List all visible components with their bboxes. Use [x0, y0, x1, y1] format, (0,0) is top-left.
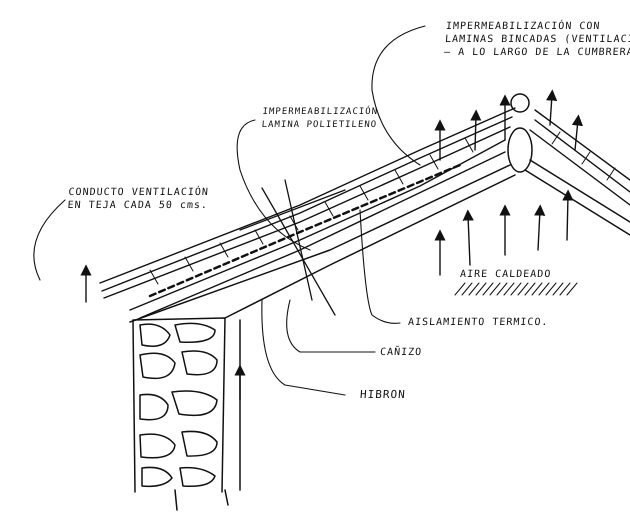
- label-line: EN TEJA CADA 50 cms.: [67, 200, 209, 211]
- label-vent-duct: CONDUCTO VENTILACIÓN EN TEJA CADA 50 cms…: [67, 186, 209, 212]
- leader-lines: [33, 25, 426, 396]
- label-line: — A LO LARGO DE LA CUMBRERA —: [443, 47, 630, 58]
- insulation-fill: [148, 163, 462, 298]
- label-hybron: HIBRON: [359, 388, 407, 401]
- label-line: IMPERMEABILIZACIÓN CON: [445, 21, 601, 32]
- label-line: LAMINA POLIETILENO: [261, 120, 378, 130]
- label-line: LAMINAS BINCADAS (VENTILACIÓN): [444, 34, 630, 45]
- label-line: IMPERMEABILIZACIÓN: [262, 107, 379, 117]
- label-ridge-waterproofing: IMPERMEABILIZACIÓN CON LAMINAS BINCADAS …: [444, 20, 630, 59]
- label-reed: CAÑIZO: [379, 347, 423, 358]
- stone-wall: [132, 317, 241, 511]
- label-polyethylene: IMPERMEABILIZACIÓN LAMINA POLIETILENO: [261, 106, 378, 132]
- warm-air-hatch: [454, 282, 578, 296]
- ridge-tile: [507, 93, 533, 173]
- roof-tiles: [99, 107, 630, 319]
- label-insulation: AISLAMIENTO TERMICO.: [407, 317, 549, 328]
- tile-ridges: [149, 131, 616, 285]
- label-line: CONDUCTO VENTILACIÓN: [68, 187, 210, 198]
- rafter: [129, 159, 630, 323]
- airflow-arrows: [80, 89, 584, 401]
- timber-brace: [239, 179, 346, 316]
- label-warm-air: AIRE CALDEADO: [459, 269, 552, 280]
